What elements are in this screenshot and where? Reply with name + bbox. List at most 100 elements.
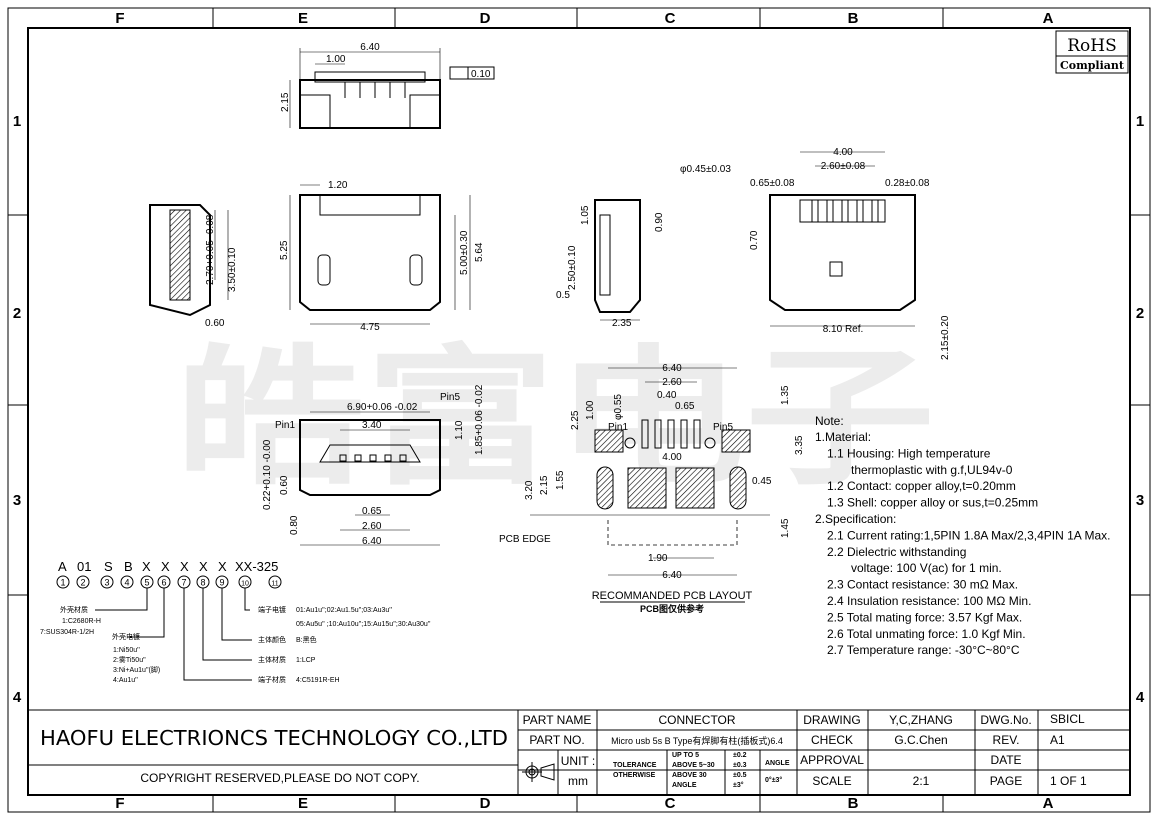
- row-label: 4: [1136, 689, 1145, 706]
- dim-label: 0.60: [279, 475, 290, 495]
- side-view-left: 2.70+0.05 -0.08 3.50±0.10 0.60: [149, 204, 238, 329]
- dim-label: 1.35: [780, 385, 791, 405]
- dim-label: 2.70+0.05 -0.08: [205, 214, 216, 285]
- code-char: XX-325: [235, 559, 278, 574]
- column-label: E: [298, 10, 308, 27]
- row-label: 4: [13, 689, 22, 706]
- code-char: 01: [77, 559, 91, 574]
- scale-label: SCALE: [812, 774, 851, 788]
- projection-symbol-icon: [522, 762, 555, 782]
- code-number: 8: [200, 578, 205, 588]
- flatness-tolerance: 0.10: [471, 69, 491, 80]
- dim-label: 2.60: [362, 521, 382, 532]
- dim-label: 5.00±0.30: [459, 230, 470, 275]
- title-block: HAOFU ELECTRIONCS TECHNOLOGY CO.,LTD COP…: [28, 709, 1130, 795]
- legend-label: 端子电镀: [258, 605, 286, 614]
- check-label: CHECK: [811, 733, 853, 747]
- row-label: 1: [1136, 113, 1144, 130]
- note-line: voltage: 100 V(ac) for 1 min.: [851, 561, 1002, 575]
- column-label: B: [848, 795, 859, 812]
- dim-label: 5.64: [474, 242, 485, 262]
- note-line: thermoplastic with g.f,UL94v-0: [851, 463, 1013, 477]
- dim-label: 6.90+0.06 -0.02: [347, 402, 418, 413]
- dim-label: 6.40: [362, 536, 382, 547]
- code-number: 10: [241, 581, 249, 588]
- dim-label: 1.45: [780, 518, 791, 538]
- dim-label: 1.20: [328, 180, 348, 191]
- tol-range: ABOVE 30: [672, 772, 707, 779]
- dim-label: 0.70: [749, 230, 760, 250]
- note-line: 1.2 Contact: copper alloy,t=0.20mm: [827, 479, 1016, 493]
- dim-label: 2.35: [612, 318, 632, 329]
- dim-label: 3.50±0.10: [227, 247, 238, 292]
- dim-label: 6.40: [662, 363, 682, 374]
- dim-label: 3.20: [524, 480, 535, 500]
- legend-value: 4:Au1u'': [113, 677, 138, 684]
- code-number: 2: [80, 578, 85, 588]
- legend-value: 2:雾Ti50u'': [113, 656, 146, 664]
- pcb-edge-label: PCB EDGE: [499, 534, 551, 545]
- rohs-compliant: Compliant: [1060, 59, 1125, 72]
- legend-value: 1:C2680R-H: [62, 618, 101, 625]
- unit-label: UNIT :: [561, 754, 595, 768]
- dim-label: 0.65: [675, 401, 695, 412]
- dim-label: 0.45: [752, 476, 772, 487]
- tol-value: ±0.2: [733, 752, 747, 759]
- side-view-right: 1.05 2.50±0.10 0.90 0.5 2.35: [556, 199, 665, 329]
- dim-label: 6.40: [360, 42, 380, 53]
- row-label: 3: [13, 492, 21, 509]
- front-view: 1.20 5.25 5.00±0.30 5.64 4.75: [279, 180, 485, 333]
- part-no: Micro usb 5s B Type有焊脚有柱(插板式)6.4: [611, 735, 783, 746]
- dim-label: 4.75: [360, 322, 380, 333]
- code-number: 5: [144, 578, 149, 588]
- notes-title: Note:: [815, 414, 844, 428]
- dim-label: 2.25: [570, 410, 581, 430]
- top-view: 6.40 1.00 2.15 0.10: [280, 42, 495, 129]
- drawing: Y,C,ZHANG: [889, 713, 953, 727]
- dim-label: φ0.45±0.03: [680, 164, 731, 175]
- notes: Note: 1.Material:1.1 Housing: High tempe…: [815, 414, 1110, 657]
- dim-label: 1.00: [585, 400, 596, 420]
- column-label: C: [665, 10, 676, 27]
- dim-label: 0.90: [654, 212, 665, 232]
- tol-range: UP TO 5: [672, 752, 699, 759]
- pcb-layout-subtitle: PCB图仅供参考: [640, 603, 704, 614]
- note-line: 2.1 Current rating:1,5PIN 1.8A Max/2,3,4…: [827, 528, 1110, 542]
- dim-label: 1.10: [454, 420, 465, 440]
- legend-value: B:黑色: [296, 635, 317, 644]
- angle-label: ANGLE: [765, 760, 790, 767]
- dwg-label: DWG.No.: [980, 713, 1031, 727]
- code-number: 1: [60, 578, 65, 588]
- note-line: 2.Specification:: [815, 512, 896, 526]
- column-label: F: [115, 795, 124, 812]
- code-number: 6: [161, 578, 166, 588]
- dim-label: 2.15: [539, 475, 550, 495]
- copyright: COPYRIGHT RESERVED,PLEASE DO NOT COPY.: [140, 771, 419, 785]
- code-char: X: [218, 559, 227, 574]
- dim-label: 0.22+0.10 -0.00: [262, 439, 273, 510]
- dim-label: 1.85+0.06 -0.02: [474, 384, 485, 455]
- pin5-label: Pin5: [440, 392, 460, 403]
- tol-value: ±3°: [733, 781, 744, 789]
- dim-label: 2.15±0.20: [940, 315, 951, 360]
- column-label: A: [1043, 10, 1054, 27]
- code-number-circle: [76, 575, 90, 589]
- legend-label: 主体材质: [258, 655, 286, 664]
- rohs-badge: RoHS Compliant: [1055, 30, 1129, 74]
- dim-label: 3.35: [794, 435, 805, 455]
- note-line: 2.6 Total unmating force: 1.0 Kgf Min.: [827, 627, 1026, 641]
- dim-label: 2.50±0.10: [567, 245, 578, 290]
- code-char: X: [142, 559, 151, 574]
- dim-label: 3.40: [362, 420, 382, 431]
- column-label: B: [848, 10, 859, 27]
- column-label: C: [665, 795, 676, 812]
- code-number-circle: [100, 575, 114, 589]
- code-number: 3: [104, 578, 109, 588]
- mating-view: 6.90+0.06 -0.02 3.40 Pin1 Pin5 1.10 1.85…: [262, 384, 485, 547]
- page: 1 OF 1: [1050, 774, 1087, 788]
- dim-label: 0.80: [289, 515, 300, 535]
- dim-label: 2.60±0.08: [821, 161, 866, 172]
- revision: A1: [1050, 733, 1065, 747]
